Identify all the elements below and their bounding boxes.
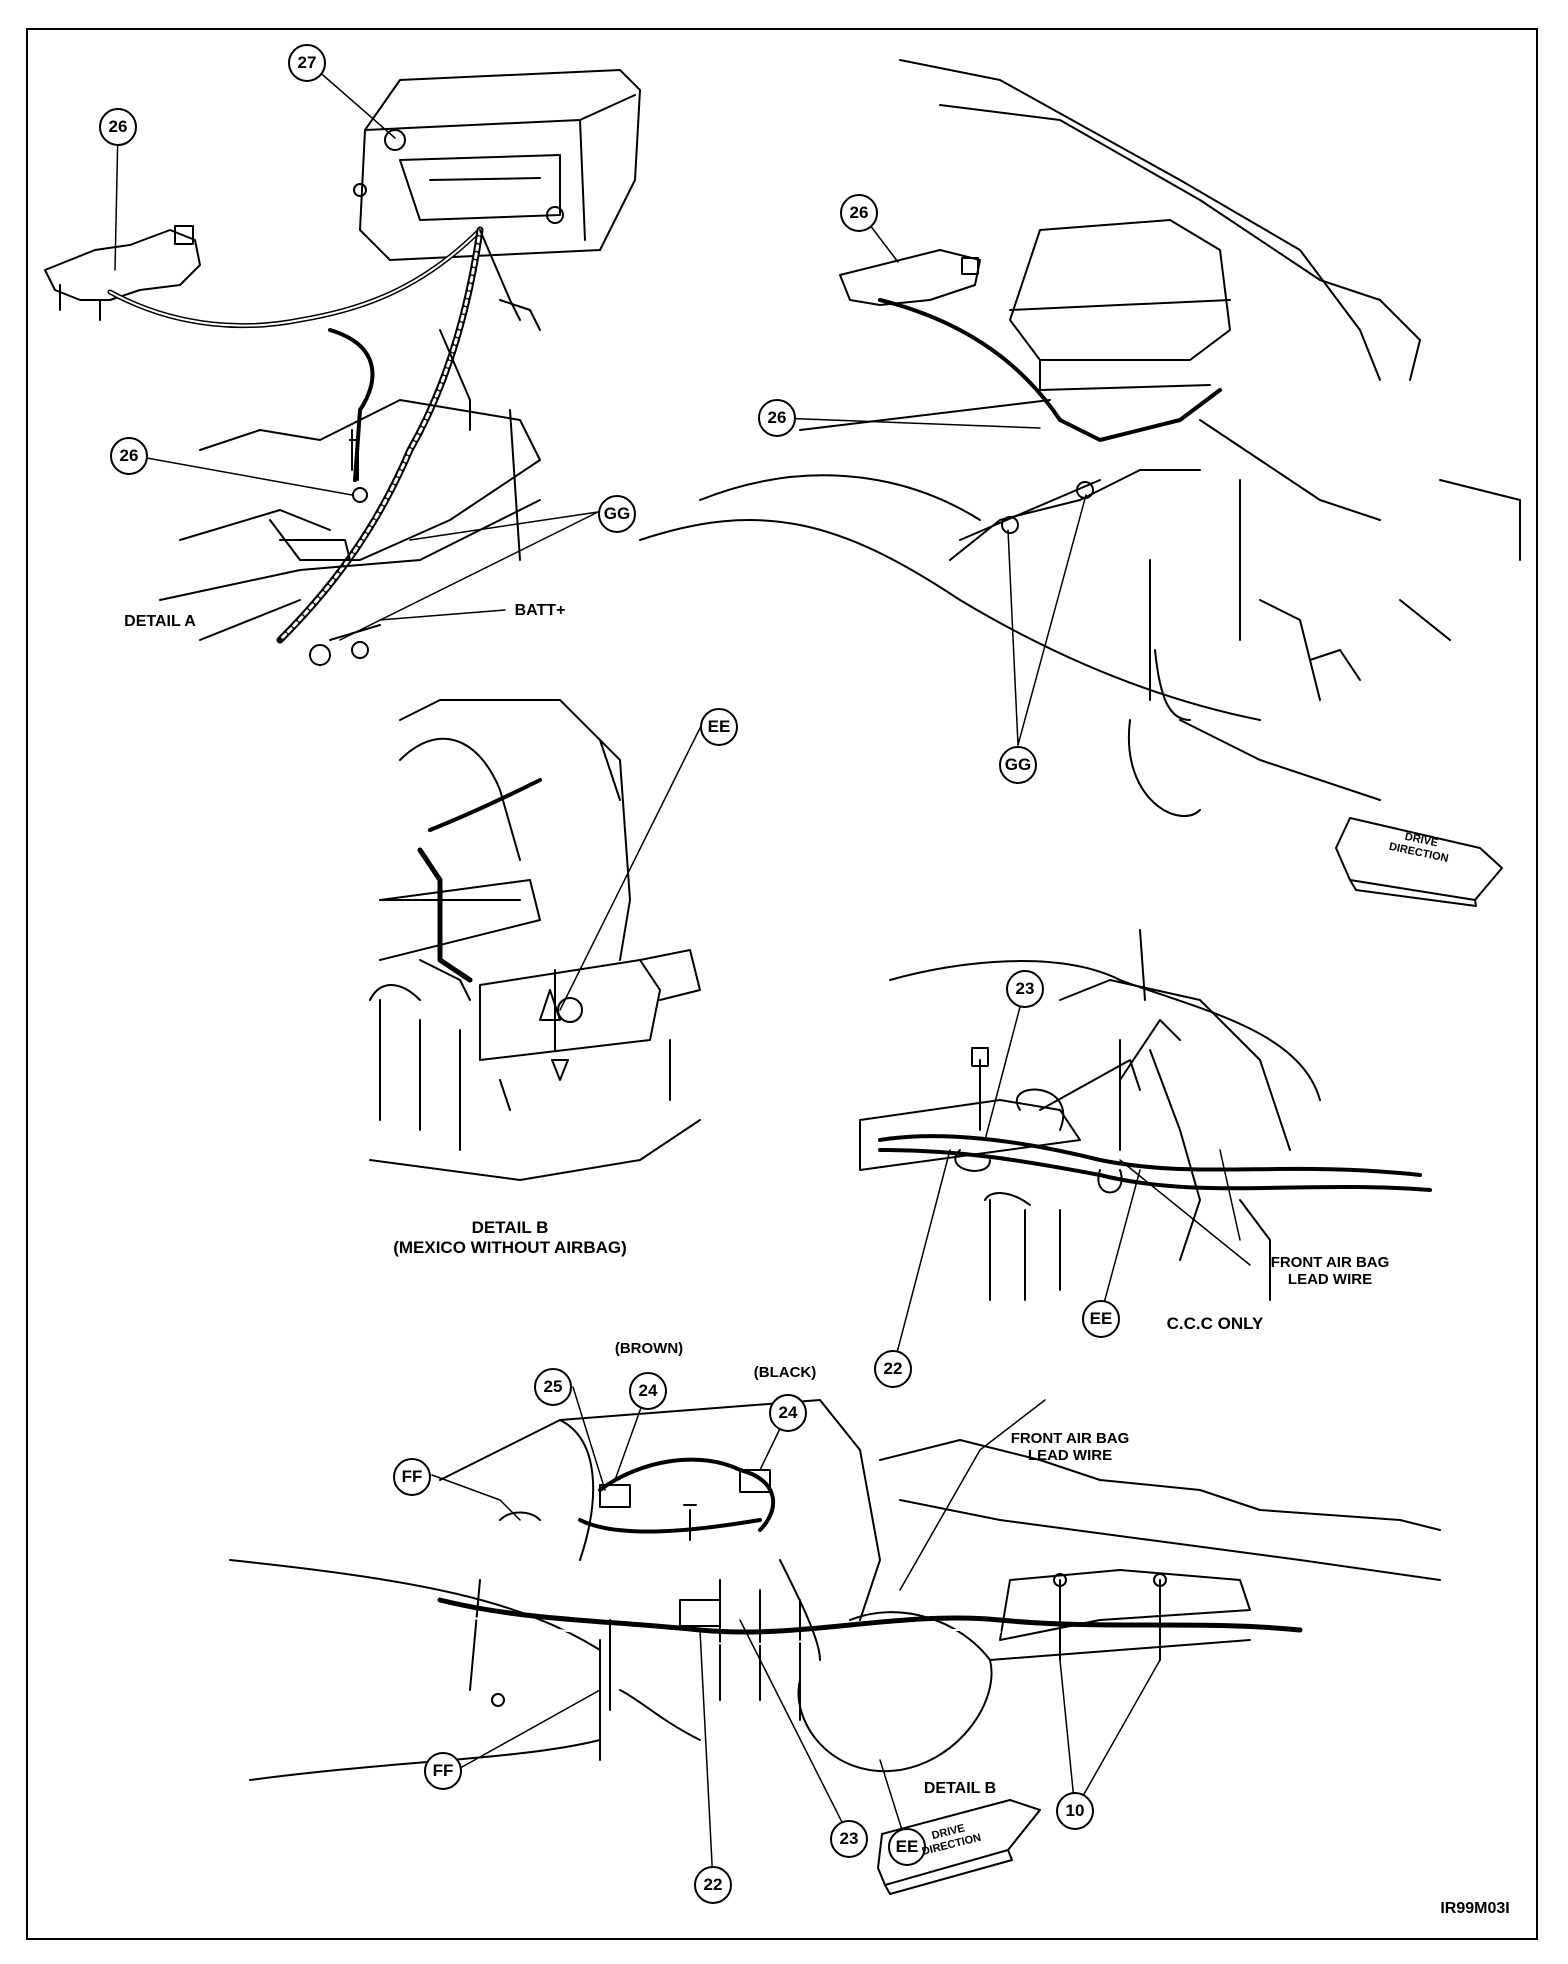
figure-code: IR99M03I: [1440, 1900, 1510, 1917]
callout-26-detail-a-mid: 26: [110, 437, 148, 475]
leader-lines: [114, 61, 1251, 1884]
ccc-detail-illustration: [859, 929, 1432, 1301]
callout-24-black: 24: [769, 1394, 807, 1432]
callout-ee-bottom: EE: [888, 1828, 926, 1866]
callout-24-brown: 24: [629, 1372, 667, 1410]
detail-b-illustration: [369, 699, 701, 1181]
callout-25-bottom: 25: [534, 1368, 572, 1406]
figure-border: [26, 28, 1538, 1940]
callout-22-bottom: 22: [694, 1866, 732, 1904]
callout-ee-ccc: EE: [1082, 1300, 1120, 1338]
callout-ee-detail-b: EE: [700, 708, 738, 746]
callout-10-bottom: 10: [1056, 1792, 1094, 1830]
brown-wire-label: (BROWN): [614, 1340, 684, 1357]
callout-gg-detail-a: GG: [598, 495, 636, 533]
detail-a-label: DETAIL A: [124, 613, 196, 630]
callout-ff-bottom: FF: [424, 1752, 462, 1790]
top-right-illustration: [639, 59, 1521, 817]
callout-gg-right: GG: [999, 746, 1037, 784]
callout-ff-top: FF: [393, 1458, 431, 1496]
callout-23-ccc: 23: [1006, 970, 1044, 1008]
callout-27-relay-box: 27: [288, 44, 326, 82]
drive-direction-arrow-top: [1335, 817, 1503, 907]
front-air-bag-lead-wire-label-right: FRONT AIR BAG LEAD WIRE: [1270, 1254, 1390, 1289]
callout-22-ccc: 22: [874, 1350, 912, 1388]
callout-23-bottom: 23: [830, 1820, 868, 1858]
callout-26-detail-a-top: 26: [99, 108, 137, 146]
front-air-bag-lead-wire-label-bottom: FRONT AIR BAG LEAD WIRE: [1010, 1430, 1130, 1465]
callout-26-right-top: 26: [840, 194, 878, 232]
bottom-illustration: [229, 1399, 1441, 1781]
black-wire-label: (BLACK): [753, 1364, 817, 1381]
detail-a-illustration: [44, 69, 641, 666]
drive-direction-arrow-bottom: [877, 1799, 1041, 1895]
callout-26-right-mid: 26: [758, 399, 796, 437]
ccc-only-label: C.C.C ONLY: [1166, 1314, 1264, 1333]
batt-plus-label: BATT+: [514, 602, 566, 619]
detail-b-title: DETAIL B (MEXICO WITHOUT AIRBAG): [393, 1218, 627, 1257]
detail-b-reference-label: DETAIL B: [923, 1780, 997, 1797]
